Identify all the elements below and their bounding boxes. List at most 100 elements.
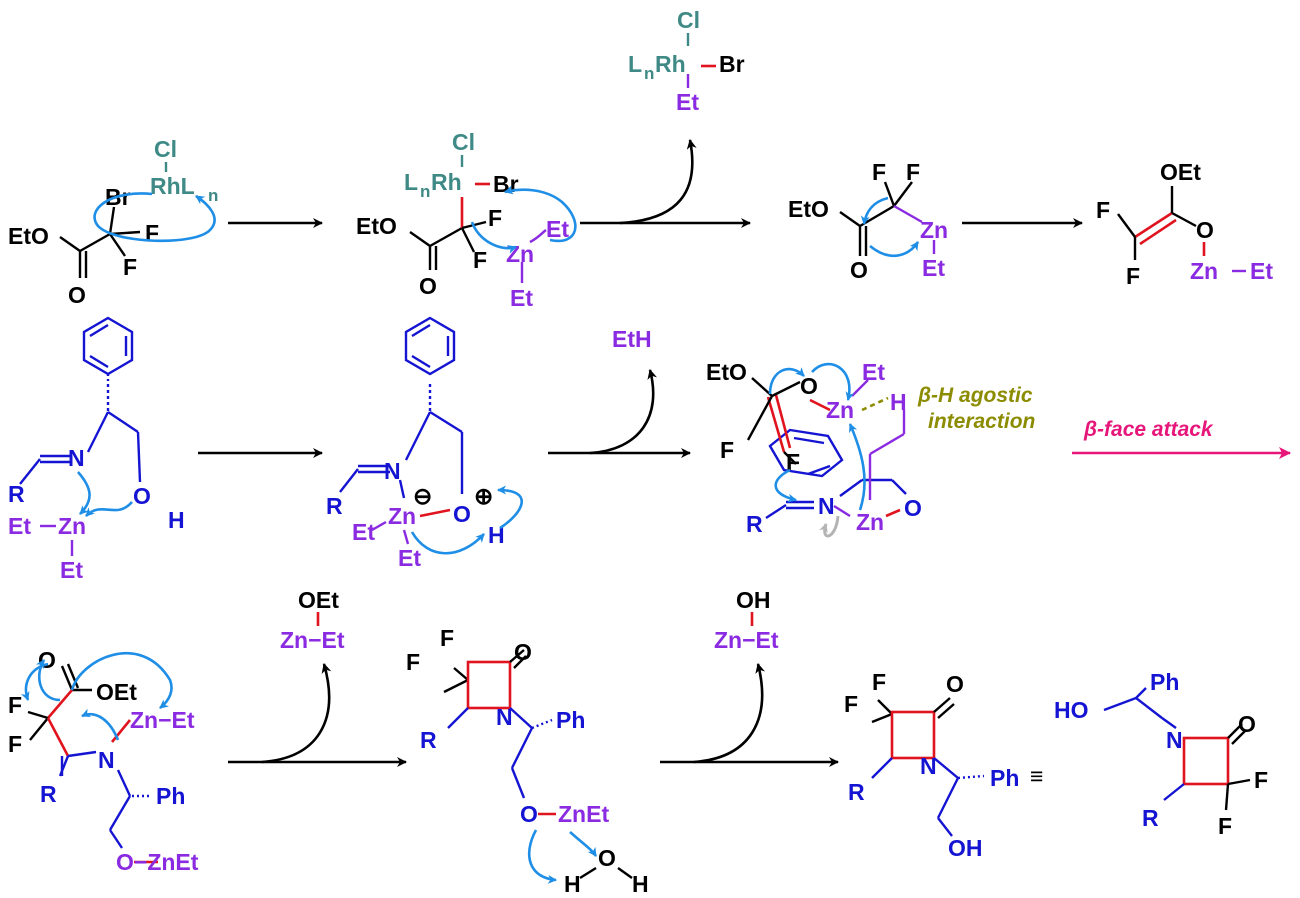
final-beta-lactam-product: F F O R N Ph OH ≡ xyxy=(844,669,1043,861)
sm-rhln: RhL xyxy=(150,173,195,199)
ts-f1: F xyxy=(720,437,734,463)
water-o: O xyxy=(598,845,616,871)
sm-carbonyl-o: O xyxy=(68,282,86,308)
bp-oh: OH xyxy=(736,587,771,613)
imine-diethylzinc: N R O H Et Zn Et xyxy=(8,316,185,583)
alt-o: O xyxy=(1238,711,1256,737)
adduct-ph: Ph xyxy=(156,783,185,809)
sm-n-subscript: n xyxy=(208,186,218,205)
bp-oet: OEt xyxy=(298,587,339,613)
int2-f1: F xyxy=(872,159,886,185)
zinc-alkoxide-complex: N R O H Zn Et Et ⊖ ⊕ xyxy=(326,316,523,571)
product-oh: OH xyxy=(948,835,983,861)
enolate-o: O xyxy=(1196,217,1214,243)
product-ph: Ph xyxy=(990,765,1019,791)
bp-zn-et1: Zn−Et xyxy=(280,627,345,653)
int1-n-subscript: n xyxy=(420,182,430,201)
int1-zn: Zn xyxy=(506,241,534,267)
enolate-zn: Zn xyxy=(1190,258,1218,284)
alt-r: R xyxy=(1142,805,1159,831)
alt-n: N xyxy=(1166,727,1183,753)
imine-r: R xyxy=(8,481,25,507)
bp1-l: L xyxy=(628,51,642,77)
imine-zn: Zn xyxy=(58,513,86,539)
bp1-n-subscript: n xyxy=(644,64,654,83)
enolate-f2: F xyxy=(1126,263,1140,289)
ts-zn-bottom: Zn xyxy=(856,509,884,535)
bp1-rh: Rh xyxy=(655,51,686,77)
complex-plus-charge: ⊕ xyxy=(474,483,493,509)
water-h1: H xyxy=(564,871,581,897)
alt-f2: F xyxy=(1218,813,1232,839)
product-o: O xyxy=(946,671,964,697)
note-line1: β-H agostic xyxy=(917,384,1033,407)
complex-minus-charge: ⊖ xyxy=(413,483,432,509)
mannich-adduct: O OEt F F Zn−Et N R Ph O−ZnEt xyxy=(8,647,199,875)
enolate-f1: F xyxy=(1096,197,1110,223)
lactam1-o2: O xyxy=(520,801,538,827)
int1-et: Et xyxy=(546,216,569,242)
imine-n: N xyxy=(68,445,85,471)
complex-zn: Zn xyxy=(388,503,416,529)
complex-et2: Et xyxy=(398,545,421,571)
product-n: N xyxy=(920,753,937,779)
water-h2: H xyxy=(632,871,649,897)
ts-zn-top: Zn xyxy=(826,397,854,423)
intermediate-rh-complex: Cl L n Rh Br EtO O F F Et Zn Et xyxy=(356,129,577,311)
lactam1-znet: ZnEt xyxy=(558,801,609,827)
beta-face-attack-label: β-face attack xyxy=(1083,418,1214,441)
sm-f2: F xyxy=(123,254,137,280)
imine-et1: Et xyxy=(8,513,31,539)
complex-o: O xyxy=(453,501,471,527)
int1-cl: Cl xyxy=(452,129,475,155)
bp-zn-et2: Zn−Et xyxy=(714,627,779,653)
enolate-et: Et xyxy=(1250,258,1273,284)
bp1-et: Et xyxy=(676,89,699,115)
adduct-f2: F xyxy=(8,731,22,757)
adduct-r: R xyxy=(40,781,57,807)
bp1-br: Br xyxy=(719,51,745,77)
complex-et1: Et xyxy=(352,519,375,545)
int1-eto: EtO xyxy=(356,213,397,239)
imine-h: H xyxy=(168,507,185,533)
adduct-zn-et: Zn−Et xyxy=(130,707,195,733)
zinc-enolate: OEt F F O Zn Et xyxy=(1096,159,1273,289)
ts-r: R xyxy=(746,511,763,537)
complex-r: R xyxy=(326,493,343,519)
int1-rh: Rh xyxy=(431,169,462,195)
bp1-cl: Cl xyxy=(677,7,700,33)
ts-h: H xyxy=(890,389,907,415)
ts-f2: F xyxy=(786,449,800,475)
note-interaction: interaction xyxy=(928,410,1035,433)
sm-bromodifluoroacetate: EtO O Br F F Cl RhL n xyxy=(8,136,218,308)
byproduct-zn-ethoxide: OEt Zn−Et xyxy=(280,587,345,653)
product-r: R xyxy=(848,779,865,805)
alt-ho: HO xyxy=(1054,697,1089,723)
adduct-o-znet: O−ZnEt xyxy=(116,849,199,875)
arrow-face-attack-text: -face attack xyxy=(1097,418,1214,441)
int2-f2: F xyxy=(906,159,920,185)
ts-et: Et xyxy=(862,359,885,385)
transition-state: EtO O Et Zn H F F R N Zn O xyxy=(706,359,922,538)
int2-et: Et xyxy=(922,255,945,281)
imine-et2: Et xyxy=(60,557,83,583)
note-beta-symbol: β xyxy=(917,384,931,407)
enolate-oet: OEt xyxy=(1160,159,1201,185)
alt-f1: F xyxy=(1254,767,1268,793)
int1-et2: Et xyxy=(510,285,533,311)
beta-lactam-zinc: F F O R N Ph O ZnEt O H H xyxy=(406,625,649,897)
lactam1-f2: F xyxy=(440,625,454,651)
sm-rh-cl: Cl xyxy=(154,136,177,162)
ts-eto: EtO xyxy=(706,359,747,385)
adduct-oet: OEt xyxy=(96,679,137,705)
product-f2: F xyxy=(872,669,886,695)
adduct-f1: F xyxy=(8,692,22,718)
int1-l: L xyxy=(404,169,418,195)
ts-o-ring: O xyxy=(904,495,922,521)
sm-eto: EtO xyxy=(8,223,49,249)
int2-zn: Zn xyxy=(920,217,948,243)
byproduct-zn-hydroxide: OH Zn−Et xyxy=(714,587,779,653)
complex-n: N xyxy=(384,458,401,484)
int1-f1: F xyxy=(488,205,502,231)
